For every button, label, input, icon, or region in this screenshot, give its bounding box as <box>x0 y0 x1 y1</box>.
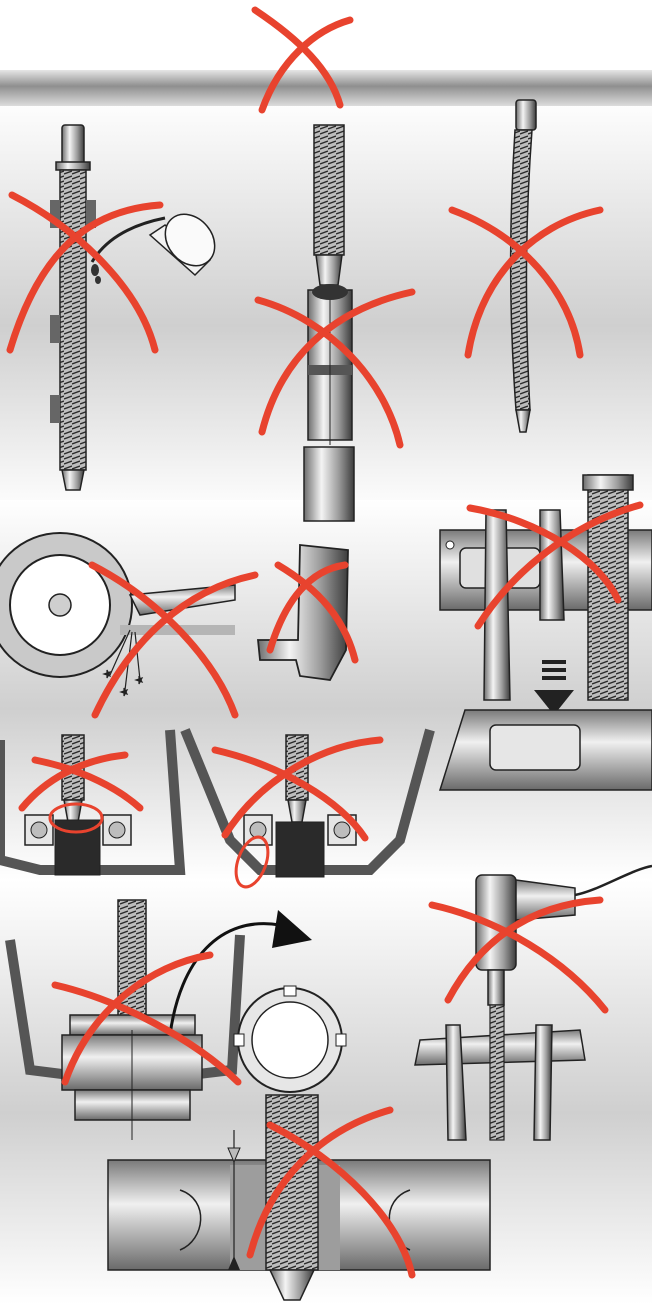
spindle-tip-icon <box>62 735 84 822</box>
shaft-icon <box>276 822 324 877</box>
threaded-spindle-icon <box>314 125 344 285</box>
